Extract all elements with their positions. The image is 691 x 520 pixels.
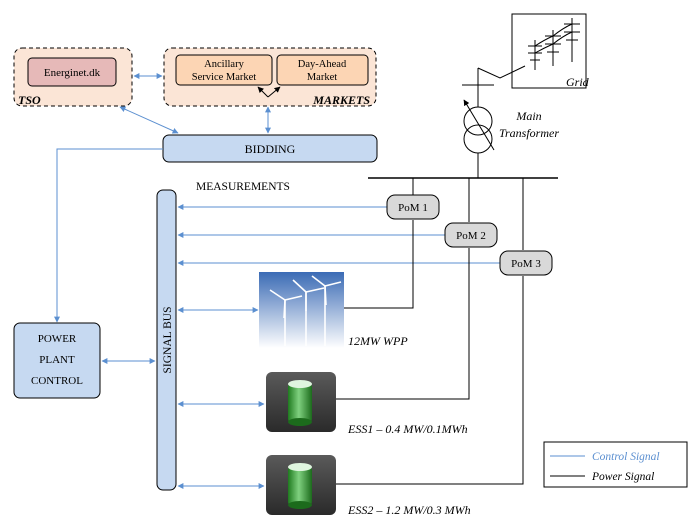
ess2-label: ESS2 – 1.2 MW/0.3 MWh: [347, 503, 471, 517]
bidding-block: BIDDING: [162, 134, 378, 163]
wpp-label: 12MW WPP: [348, 334, 408, 348]
pom-3: PoM 3: [499, 250, 553, 276]
pom-2: PoM 2: [444, 222, 498, 248]
energinet-label: Energinet.dk: [44, 67, 101, 79]
ancillary-line1: Ancillary: [204, 59, 244, 70]
legend-control-label: Control Signal: [592, 451, 660, 463]
legend-power-label: Power Signal: [591, 471, 654, 483]
pom-1-label: PoM 1: [398, 202, 428, 214]
tso-group: Energinet.dk TSO: [13, 47, 133, 107]
measurements-label: MEASUREMENTS: [196, 181, 290, 193]
transformer-line1: Main: [515, 109, 541, 123]
dayahead-market-box: [276, 54, 369, 86]
grid-label: Grid: [566, 75, 590, 89]
ppc-line1: POWER: [38, 333, 77, 345]
tso-label: TSO: [18, 93, 41, 107]
dayahead-line1: Day-Ahead: [298, 59, 347, 70]
ancillary-market-box: [175, 54, 273, 86]
main-transformer-icon: [462, 84, 495, 178]
ancillary-line2: Service Market: [192, 72, 257, 83]
ppc-line2: PLANT: [39, 354, 75, 366]
transformer-line2: Transformer: [499, 126, 559, 140]
markets-label: MARKETS: [312, 93, 370, 107]
wind-power-plant-image: [259, 272, 344, 348]
legend: Control Signal Power Signal: [543, 441, 688, 488]
signal-bus: SIGNAL BUS: [156, 189, 177, 491]
pom-2-label: PoM 2: [456, 230, 486, 242]
signal-bus-label: SIGNAL BUS: [162, 307, 174, 374]
pom-1: PoM 1: [386, 194, 440, 220]
grid-towers-icon: [477, 13, 587, 89]
ess1-label: ESS1 – 0.4 MW/0.1MWh: [347, 422, 468, 436]
dayahead-line2: Market: [307, 72, 337, 83]
bidding-label: BIDDING: [245, 142, 296, 156]
power-plant-control-block: POWER PLANT CONTROL: [13, 322, 101, 399]
ppc-line3: CONTROL: [31, 375, 83, 387]
pom-3-label: PoM 3: [511, 258, 541, 270]
energinet-box: [27, 57, 117, 87]
markets-group: Ancillary Service Market Day-Ahead Marke…: [163, 47, 377, 107]
ess1-battery-image: [266, 372, 336, 432]
ess2-battery-image: [266, 455, 336, 515]
